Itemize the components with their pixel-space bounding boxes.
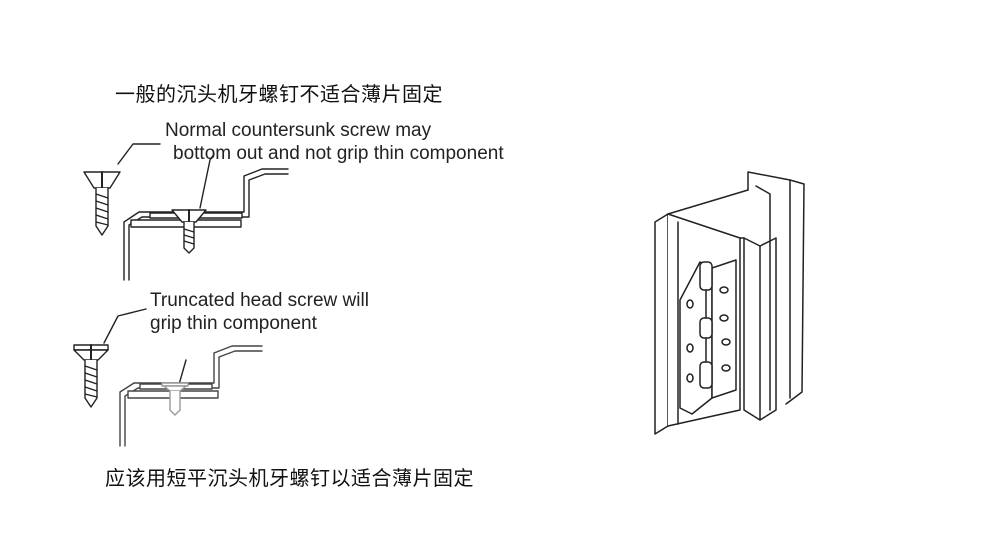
callout-truncated-line1: Truncated head screw will bbox=[150, 290, 369, 311]
callout-normal-line2: bottom out and not grip thin component bbox=[173, 143, 504, 164]
top-caption: 一般的沉头机牙螺钉不适合薄片固定 bbox=[115, 82, 443, 106]
callout-truncated-line2: grip thin component bbox=[150, 313, 317, 334]
leader-line-truncated bbox=[103, 308, 147, 344]
leader-line-normal bbox=[117, 143, 161, 165]
truncated-screw-loose bbox=[73, 344, 109, 408]
countersunk-screw-loose bbox=[83, 171, 121, 236]
leader-line-normal-2 bbox=[199, 153, 215, 209]
hinge-on-profile-illustration bbox=[654, 171, 805, 435]
thin-panel-assembly-bottom bbox=[119, 345, 263, 447]
callout-normal-line1: Normal countersunk screw may bbox=[165, 120, 432, 141]
thin-panel-assembly-top bbox=[123, 168, 289, 281]
bottom-caption: 应该用短平沉头机牙螺钉以适合薄片固定 bbox=[105, 466, 474, 490]
